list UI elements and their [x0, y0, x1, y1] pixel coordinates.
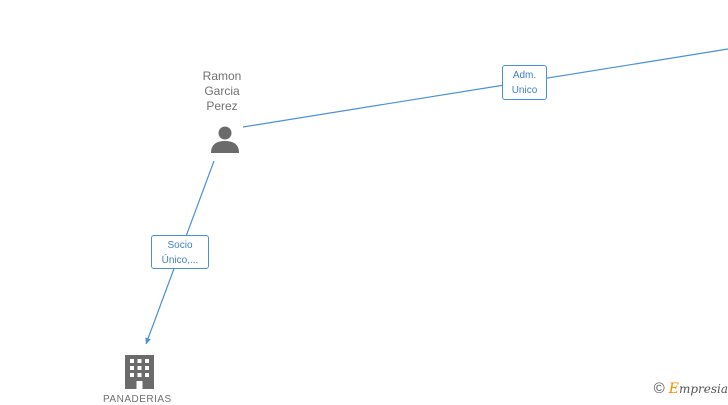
person-icon[interactable] — [211, 126, 239, 154]
empresia-logo: © E mpresia — [654, 380, 728, 397]
person-name-label[interactable]: Ramon Garcia Perez — [202, 69, 242, 113]
brand-name: mpresia — [678, 381, 728, 396]
copyright-symbol: © — [653, 380, 665, 397]
building-icon[interactable] — [125, 355, 154, 389]
edge-line-adm-unico — [242, 48, 728, 128]
brand-initial: E — [668, 380, 679, 397]
edge-label-adm-unico[interactable]: Adm. Unico — [502, 65, 547, 100]
edge-label-socio-unico[interactable]: Socio Único,... — [151, 235, 209, 269]
